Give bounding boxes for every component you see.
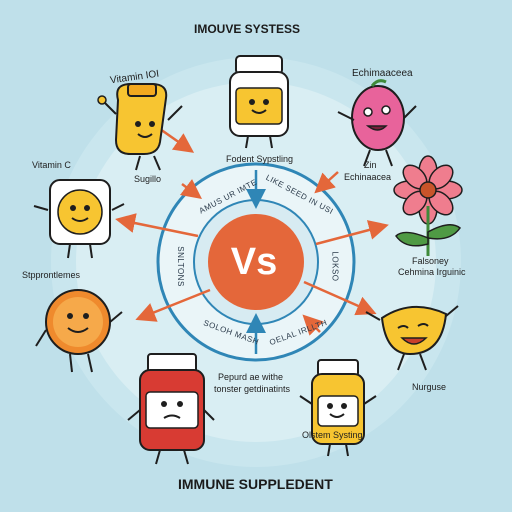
top-bottle-label: Fodent Sypstling	[226, 154, 294, 164]
flower-label-line1: Falsoney	[412, 256, 449, 266]
arrow-right-out	[315, 220, 389, 246]
arrow-top-right-in	[314, 171, 339, 194]
top-title: IMOUVE SYSTESS	[194, 22, 301, 36]
yellow-bottle-label: Olstem Systing	[302, 430, 363, 440]
vitamin-c-label: Stpprontlemes	[22, 270, 81, 280]
bottom-title: IMMUNE SUPPLEDENT	[178, 476, 333, 492]
center-bottom-label-line2: tonster getdinatints	[214, 384, 291, 394]
flower-illustration	[393, 155, 463, 256]
vitamin-ioi-character	[97, 83, 183, 171]
echinacea-label-line2: Echinaacea	[344, 172, 392, 182]
vs-label: Vs	[230, 240, 278, 283]
top-bottle-character	[229, 55, 289, 149]
vitamin-ioi-label: Sugillo	[134, 174, 162, 184]
yellow-bottle-character	[299, 359, 377, 457]
echinacea-title: Echimaaceea	[352, 68, 413, 79]
flower-label-line2: Cehmina Irguinic	[398, 267, 466, 277]
vitamin-c-character	[33, 179, 125, 259]
lemon-label: Nurguse	[412, 382, 447, 392]
echinacea-character	[337, 79, 417, 167]
arrow-left-out	[115, 213, 199, 238]
arrow-ring-top-left	[180, 179, 202, 199]
center-bottom-label-line1: Pepurd ae withe	[218, 372, 284, 382]
arrow-bottom-right-out	[303, 280, 377, 316]
orange-slice-character	[35, 289, 123, 373]
arrow-bottom-left-out	[135, 288, 211, 322]
echinacea-label-line1: Zin	[364, 160, 377, 170]
vitamin-c-title: Vitamin C	[32, 160, 71, 170]
vs-circle	[208, 214, 304, 310]
ring-label-right: LOKSO	[330, 251, 340, 282]
ring-label-left: SNLTONS	[175, 246, 185, 287]
red-bottle-character	[127, 353, 215, 465]
lemon-character	[365, 305, 459, 371]
arrow-bottom-right-in	[302, 314, 324, 336]
